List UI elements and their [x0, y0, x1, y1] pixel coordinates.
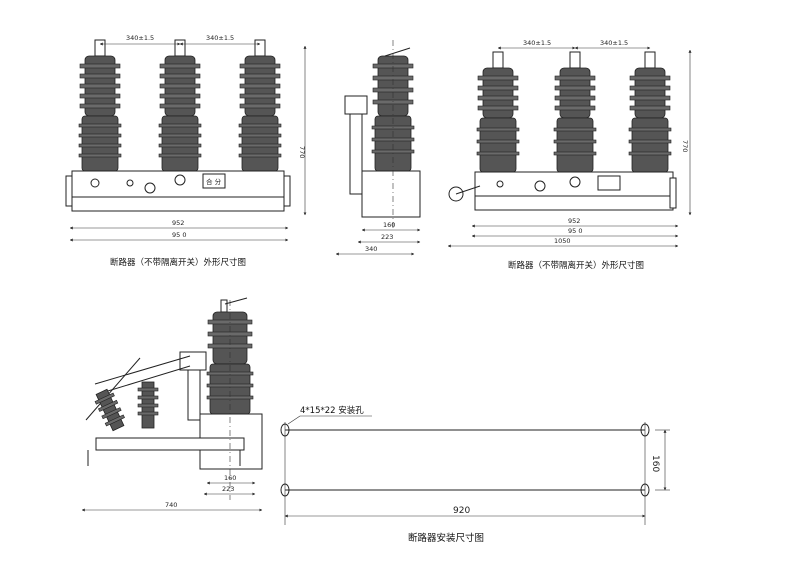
side-view-with-isolator: 160 223 740: [81, 297, 263, 512]
width-dim-r1050: 1050: [554, 237, 571, 245]
pitch-dim-r1: 340±1.5: [523, 39, 551, 47]
pitch-dim-2: 340±1.5: [206, 34, 234, 42]
insulator-pole-r3: [628, 51, 672, 173]
width-dim-r950: 95 0: [568, 227, 582, 235]
pitch-dim-r2: 340±1.5: [600, 39, 628, 47]
isolator-dim-223: 223: [222, 485, 234, 493]
hole-note: 4*15*22 安装孔: [300, 405, 364, 416]
base-frame: [71, 196, 285, 212]
insulator-pole-1: [78, 39, 122, 172]
side-view-top: 160 223 340: [335, 40, 421, 256]
mount-dim-160: 160: [650, 455, 660, 472]
caption-front-left: 断路器（不带隔离开关）外形尺寸图: [110, 257, 246, 268]
caption-front-right: 断路器（不带隔离开关）外形尺寸图: [508, 260, 644, 271]
front-view-right: 340±1.5 340±1.5 770 952 95 0 1050 断路器（不带…: [447, 39, 692, 271]
isolator-dim-160: 160: [224, 474, 236, 482]
height-dim-right: 770: [681, 140, 689, 152]
side-dim-340: 340: [365, 245, 377, 253]
insulator-pole-r1: [476, 51, 520, 173]
insulator-pole-3: [238, 39, 282, 172]
caption-mounting: 断路器安装尺寸图: [408, 532, 484, 544]
pitch-dim-1: 340±1.5: [126, 34, 154, 42]
isolator-dim-740: 740: [165, 501, 177, 509]
open-close-indicator: [202, 173, 226, 189]
mount-dim-920: 920: [453, 506, 470, 516]
mounting-diagram: 4*15*22 安装孔 160 920 断路器安装尺寸图: [280, 405, 670, 544]
width-dim-r952: 952: [568, 217, 580, 225]
side-dim-160: 160: [383, 221, 395, 229]
height-dim: 770: [298, 146, 306, 158]
indicator-label: 合 分: [206, 177, 222, 186]
side-dim-223: 223: [381, 233, 393, 241]
insulator-pole-r2: [553, 51, 597, 173]
insulator-pole-2: [158, 39, 202, 172]
mechanism-housing-right: [474, 171, 674, 197]
front-view-left: 合 分 340±1.5 340±1.5 770 952 95 0 断路器（不带隔…: [65, 34, 307, 268]
width-dim-950: 95 0: [172, 231, 186, 239]
width-dim-952: 952: [172, 219, 184, 227]
